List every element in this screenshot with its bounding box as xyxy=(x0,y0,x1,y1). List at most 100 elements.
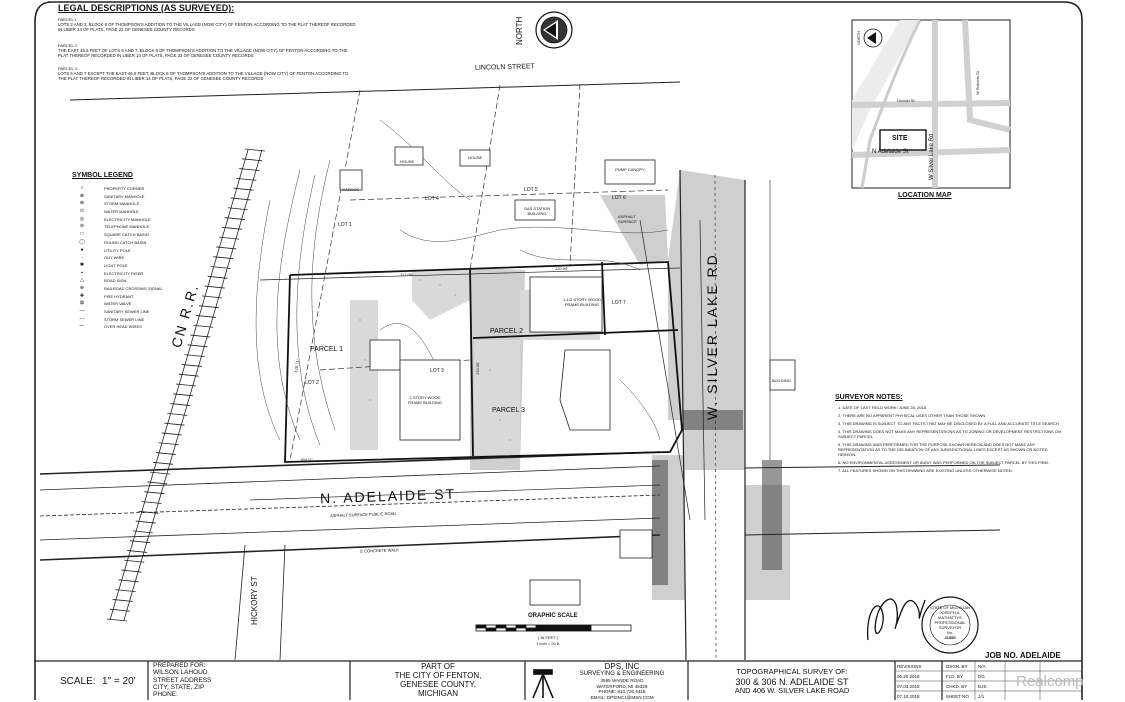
graphic-scale-title: GRAPHIC SCALE xyxy=(528,613,578,619)
railroad xyxy=(109,149,263,621)
legend-symbol-icon: □ xyxy=(80,231,84,238)
gas-station-label: GAS STATION BUILDING xyxy=(523,206,551,216)
parcel2-title: PARCEL 2 xyxy=(58,43,77,48)
graphic-scale-unit: ( IN FEET ) xyxy=(538,635,559,640)
railroad-tie xyxy=(150,471,171,475)
legend-label: OVER HEAD WIRES xyxy=(104,324,142,330)
legend-symbol-icon: ○ xyxy=(80,185,84,191)
lot5-label: LOT 5 xyxy=(524,187,538,193)
north-arrow-icon xyxy=(535,11,573,49)
asphalt-surface-label: ASPHALT SURFACE xyxy=(618,214,637,224)
legend-symbol-icon: — xyxy=(79,308,85,314)
brick-crosswalks xyxy=(652,410,782,585)
lot3-label: LOT 3 xyxy=(430,368,444,374)
legend-item: □ SQUARE CATCH BASIN xyxy=(76,231,216,239)
house2-label: HOUSE xyxy=(468,155,483,160)
railroad-tie xyxy=(132,530,153,534)
legend-symbol-icon: — xyxy=(79,323,85,330)
legend-label: WATER VALVE xyxy=(104,301,132,307)
firm-line-3: 3595 WANDE ROAD xyxy=(600,678,644,683)
silver-lake-road xyxy=(679,169,771,661)
railroad-tie xyxy=(198,305,220,309)
legend-symbol-icon: ◎ xyxy=(79,215,85,222)
surveyor-notes-title: SURVEYOR NOTES: xyxy=(835,394,903,401)
utility-lines xyxy=(249,219,706,521)
legend-label: STORM MANHOLE xyxy=(104,201,140,207)
railroad-tie xyxy=(204,285,225,289)
meta-value: DG xyxy=(978,674,985,679)
parcel1-text: LOTS 2 AND 3, BLOCK 8 OF THOMPSON'S ADDI… xyxy=(58,22,356,33)
prepared-for-block: PREPARED FOR: WILSON LAHOUD STREET ADDRE… xyxy=(153,662,211,698)
railroad-tie xyxy=(121,569,142,573)
revisions-header: REVISIONS xyxy=(897,664,922,669)
adelaide-road xyxy=(39,451,1001,561)
legend-item: ⊕STORM MANHOLE xyxy=(76,200,216,208)
railroad-tie xyxy=(230,197,251,201)
firm-block: DPS, INC SURVEYING & ENGINEERING 3595 WA… xyxy=(558,662,686,700)
legend-symbol-icon: ⊛ xyxy=(79,284,85,291)
surveyor-note: 2. THERE ARE NO APPARENT PHYSICAL USES O… xyxy=(838,413,987,418)
railroad-tie xyxy=(135,520,156,524)
railroad-tie xyxy=(152,461,174,465)
loc-map-site: SITE xyxy=(892,135,908,142)
railroad-tie xyxy=(219,236,240,240)
legend-item: ---STORM SEWER LINE xyxy=(76,316,216,324)
parcel1-label: PARCEL 1 xyxy=(310,346,344,353)
legend-label: WATER MANHOLE xyxy=(104,209,139,215)
prepared-for-line-3: STREET ADDRESS xyxy=(153,676,212,684)
title-block-lines xyxy=(35,660,1082,700)
meta-row: SHEET NO. 1/1 xyxy=(946,692,1006,702)
legend-label: UTILITY POLE xyxy=(104,247,131,253)
railroad-tie xyxy=(106,618,128,622)
location-line-3: GENESEE COUNTY, xyxy=(400,680,476,689)
garage-label: GARAGE xyxy=(342,187,360,192)
seal-line-4: PROFESSIONAL xyxy=(934,620,966,625)
prepared-for-line-4: CITY, STATE, ZIP xyxy=(153,683,205,691)
meta-row: FLD. BY DG xyxy=(946,672,1006,682)
legend-symbol-icon: ✱ xyxy=(79,261,85,268)
railroad-tie xyxy=(187,344,208,348)
meta-value: 1/1 xyxy=(978,694,985,699)
graphic-scale-bar xyxy=(475,624,632,632)
location-line-2: THE CITY OF FENTON, xyxy=(394,671,482,680)
parcel3-title: PARCEL 3 xyxy=(58,66,77,71)
surveyor-note: 7. ALL FEATURES SHOWN ON THIS DRAWING AR… xyxy=(838,468,1013,473)
surveyor-note: 5. THIS DRAWING WAS PERFORMED FOR THE PU… xyxy=(838,442,1048,457)
railroad-tie xyxy=(158,442,179,446)
legend-item: ⊘TELEPHONE MANHOLE xyxy=(76,223,216,231)
legend-label: SQUARE CATCH BASIN xyxy=(104,232,149,238)
legend-list: ○PROPERTY CORNER⊗SANITARY MANHOLE⊕STORM … xyxy=(76,185,216,331)
railroad-tie xyxy=(127,550,148,553)
buildings xyxy=(339,146,796,606)
prepared-for-line-2: WILSON LAHOUD xyxy=(153,669,208,677)
hickory-street-label: HICKORY ST xyxy=(250,576,259,625)
legend-label: ROUND CATCH BASIN xyxy=(104,239,147,245)
railroad-tie xyxy=(196,315,217,318)
project-line-3: AND 406 W. SILVER LAKE ROAD xyxy=(734,685,850,695)
meta-value: N/A xyxy=(978,664,986,669)
project-block: TOPOGRAPHICAL SURVEY OF: 300 & 306 N. AD… xyxy=(690,667,894,695)
railroad-tie xyxy=(216,246,237,250)
location-line-4: MICHIGAN xyxy=(418,689,458,698)
meta-key: DSGN. BY xyxy=(946,664,968,669)
railroad-tie xyxy=(210,266,231,269)
job-number: JOB NO. ADELAIDE xyxy=(985,651,1061,660)
lot4-label: LOT 4 xyxy=(425,196,439,202)
dimension-5: 120.00' xyxy=(475,362,480,375)
location-block: PART OF THE CITY OF FENTON, GENESEE COUN… xyxy=(352,662,524,698)
legend-symbol-icon: ⊗ xyxy=(79,192,85,199)
railroad-tie xyxy=(167,412,188,416)
parcel3-label: PARCEL 3 xyxy=(492,407,526,414)
legend-item: ✚FIRE HYDRANT xyxy=(76,293,216,301)
tripod-logo-icon xyxy=(532,669,554,699)
railroad-tie xyxy=(239,168,260,171)
railroad-tie xyxy=(236,177,257,181)
railroad-tie xyxy=(193,324,214,328)
legend-item: ●UTILITY POLE xyxy=(76,247,216,255)
railroad-tie xyxy=(170,403,191,406)
watermark: Realcomp xyxy=(1016,673,1084,690)
parcel2-label: PARCEL 2 xyxy=(490,328,524,335)
legend-label: PROPERTY CORNER xyxy=(104,186,145,191)
railroad-tie xyxy=(224,217,245,220)
dimension-2: 120.00' xyxy=(555,266,568,271)
